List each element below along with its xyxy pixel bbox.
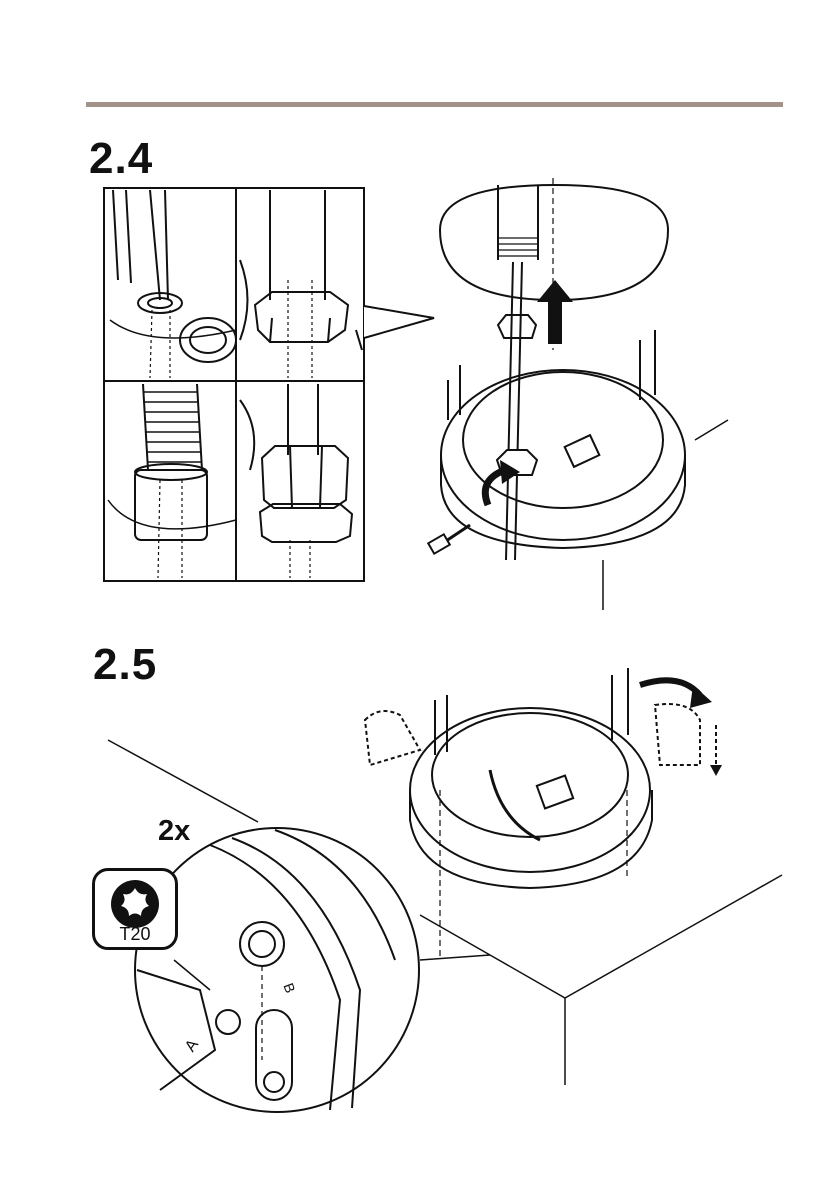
quantity-label: 2x	[158, 815, 190, 848]
tool-badge: T20	[92, 868, 178, 950]
bracket-drawing	[365, 668, 700, 960]
magnified-detail	[135, 828, 419, 1112]
arrow-rotate-icon	[640, 680, 700, 695]
tool-label: T20	[95, 924, 175, 945]
